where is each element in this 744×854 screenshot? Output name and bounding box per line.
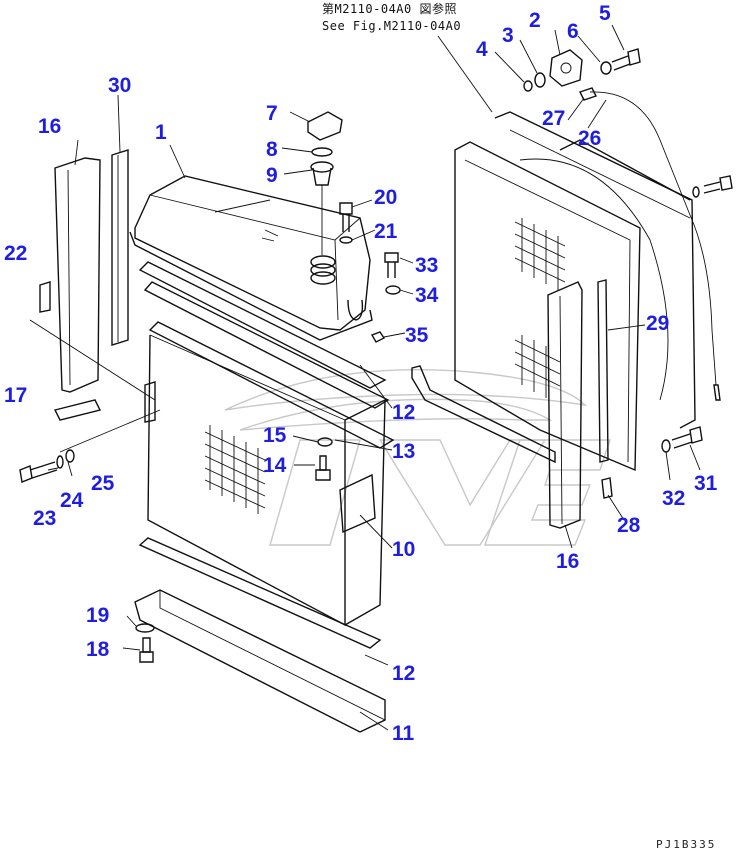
callout-23: 23 <box>33 507 56 530</box>
callout-20: 20 <box>374 186 397 209</box>
bolt-23 <box>19 461 58 483</box>
radiator-core <box>147 334 386 627</box>
callout-34: 34 <box>415 284 439 307</box>
filler-neck <box>310 161 334 186</box>
reference-english: See Fig.M2110-04A0 <box>322 19 461 33</box>
washer-3 <box>534 72 546 88</box>
callout-6: 6 <box>567 20 579 43</box>
callout-26: 26 <box>578 127 601 150</box>
callout-35: 35 <box>405 324 429 347</box>
callout-19: 19 <box>86 604 109 627</box>
callout-31: 31 <box>694 472 718 495</box>
tank-gaskets <box>138 261 395 449</box>
radiator-cap <box>307 111 343 141</box>
drawing-code: PJ1B335 <box>656 838 716 851</box>
washer-21 <box>339 236 353 244</box>
bolt-31 <box>671 426 703 449</box>
washer-24 <box>56 455 64 469</box>
callout-29: 29 <box>646 312 669 335</box>
leader-lines <box>47 24 701 731</box>
lower-tank <box>134 537 386 733</box>
washer-6 <box>600 61 612 75</box>
switch-2 <box>549 49 583 87</box>
callout-30: 30 <box>108 74 131 97</box>
callout-17: 17 <box>4 384 27 407</box>
stay-rod <box>411 365 556 464</box>
bolt-33 <box>384 252 399 278</box>
callout-33: 33 <box>415 254 438 277</box>
callout-18: 18 <box>86 638 110 661</box>
bolt-20 <box>339 202 353 232</box>
watermark-logo <box>224 368 611 546</box>
washer-34 <box>385 285 401 295</box>
right-side-plate <box>547 279 613 529</box>
callout-12-lower: 12 <box>392 662 415 685</box>
callout-12-upper: 12 <box>392 401 415 424</box>
bolt-14 <box>315 455 331 481</box>
callout-16-left: 16 <box>38 115 61 138</box>
upper-right-bolt <box>692 175 733 198</box>
washer-19 <box>135 623 155 633</box>
washer-4 <box>523 80 533 92</box>
left-side-plate <box>54 149 129 393</box>
callout-25: 25 <box>91 472 115 495</box>
callout-22: 22 <box>4 242 27 265</box>
callout-32: 32 <box>662 487 685 510</box>
washer-25 <box>65 449 75 463</box>
callout-16-right: 16 <box>556 550 579 573</box>
callout-7: 7 <box>266 102 278 125</box>
bolt-18 <box>139 637 154 663</box>
reference-japanese: 第M2110-04A0 図参照 <box>322 1 457 16</box>
callout-10: 10 <box>392 538 415 561</box>
callout-21: 21 <box>374 220 398 243</box>
bolt-5 <box>611 48 641 71</box>
clip-35 <box>370 331 386 343</box>
callout-5: 5 <box>599 2 611 25</box>
callout-9: 9 <box>266 164 278 187</box>
clip-27 <box>579 87 597 101</box>
callout-2: 2 <box>529 9 541 32</box>
bracket-22 <box>39 281 51 313</box>
callout-3: 3 <box>502 24 514 47</box>
callout-28: 28 <box>617 514 641 537</box>
cable-26 <box>589 91 717 386</box>
callout-14: 14 <box>263 454 287 477</box>
callout-4: 4 <box>476 38 488 61</box>
callout-13: 13 <box>392 440 415 463</box>
callout-27: 27 <box>542 107 565 130</box>
washer-15 <box>317 437 333 447</box>
callout-8: 8 <box>266 138 278 161</box>
callout-24: 24 <box>60 489 84 512</box>
callout-15: 15 <box>263 424 287 447</box>
callout-labels: 1 2 3 4 5 6 7 8 9 10 11 12 12 13 14 15 1… <box>4 2 718 745</box>
washer-32 <box>661 439 671 453</box>
gasket-8 <box>311 147 333 157</box>
callout-1: 1 <box>155 121 167 144</box>
radiator-upper-tank <box>129 175 373 341</box>
callout-11: 11 <box>392 722 415 745</box>
fan-shroud <box>454 111 696 472</box>
bracket-17 <box>53 399 102 421</box>
